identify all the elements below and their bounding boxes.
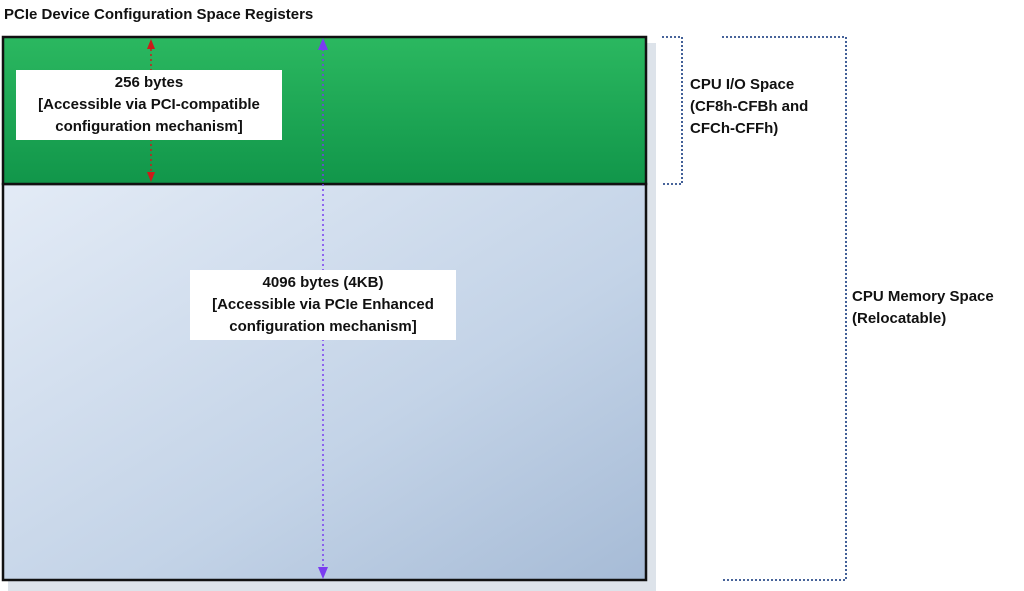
memory-space-bracket	[722, 36, 847, 581]
io-space-line-2: (CF8h-CFBh and	[690, 98, 809, 115]
bottom-region-line-1: 4096 bytes (4KB)	[262, 274, 384, 291]
io-space-line-3: CFCh-CFFh)	[690, 120, 779, 137]
memory-space-label: CPU Memory Space (Relocatable)	[852, 286, 994, 330]
memory-space-line-1: CPU Memory Space	[852, 288, 994, 305]
bottom-region-line-3: configuration mechanism]	[229, 318, 417, 335]
memory-space-line-2: (Relocatable)	[852, 310, 947, 327]
extended-config-region	[1, 182, 648, 582]
io-space-bracket	[662, 36, 683, 185]
top-region-line-3: configuration mechanism]	[55, 118, 243, 135]
bottom-region-line-2: [Accessible via PCIe Enhanced	[212, 296, 434, 313]
bottom-region-label: 4096 bytes (4KB) [Accessible via PCIe En…	[190, 270, 456, 340]
io-space-label: CPU I/O Space (CF8h-CFBh and CFCh-CFFh)	[690, 74, 808, 140]
diagram-title: PCIe Device Configuration Space Register…	[4, 6, 314, 23]
top-region-line-2: [Accessible via PCI-compatible	[38, 96, 260, 113]
top-region-line-1: 256 bytes	[114, 74, 184, 91]
top-region-label: 256 bytes [Accessible via PCI-compatible…	[16, 70, 282, 140]
io-space-line-1: CPU I/O Space	[690, 76, 795, 93]
